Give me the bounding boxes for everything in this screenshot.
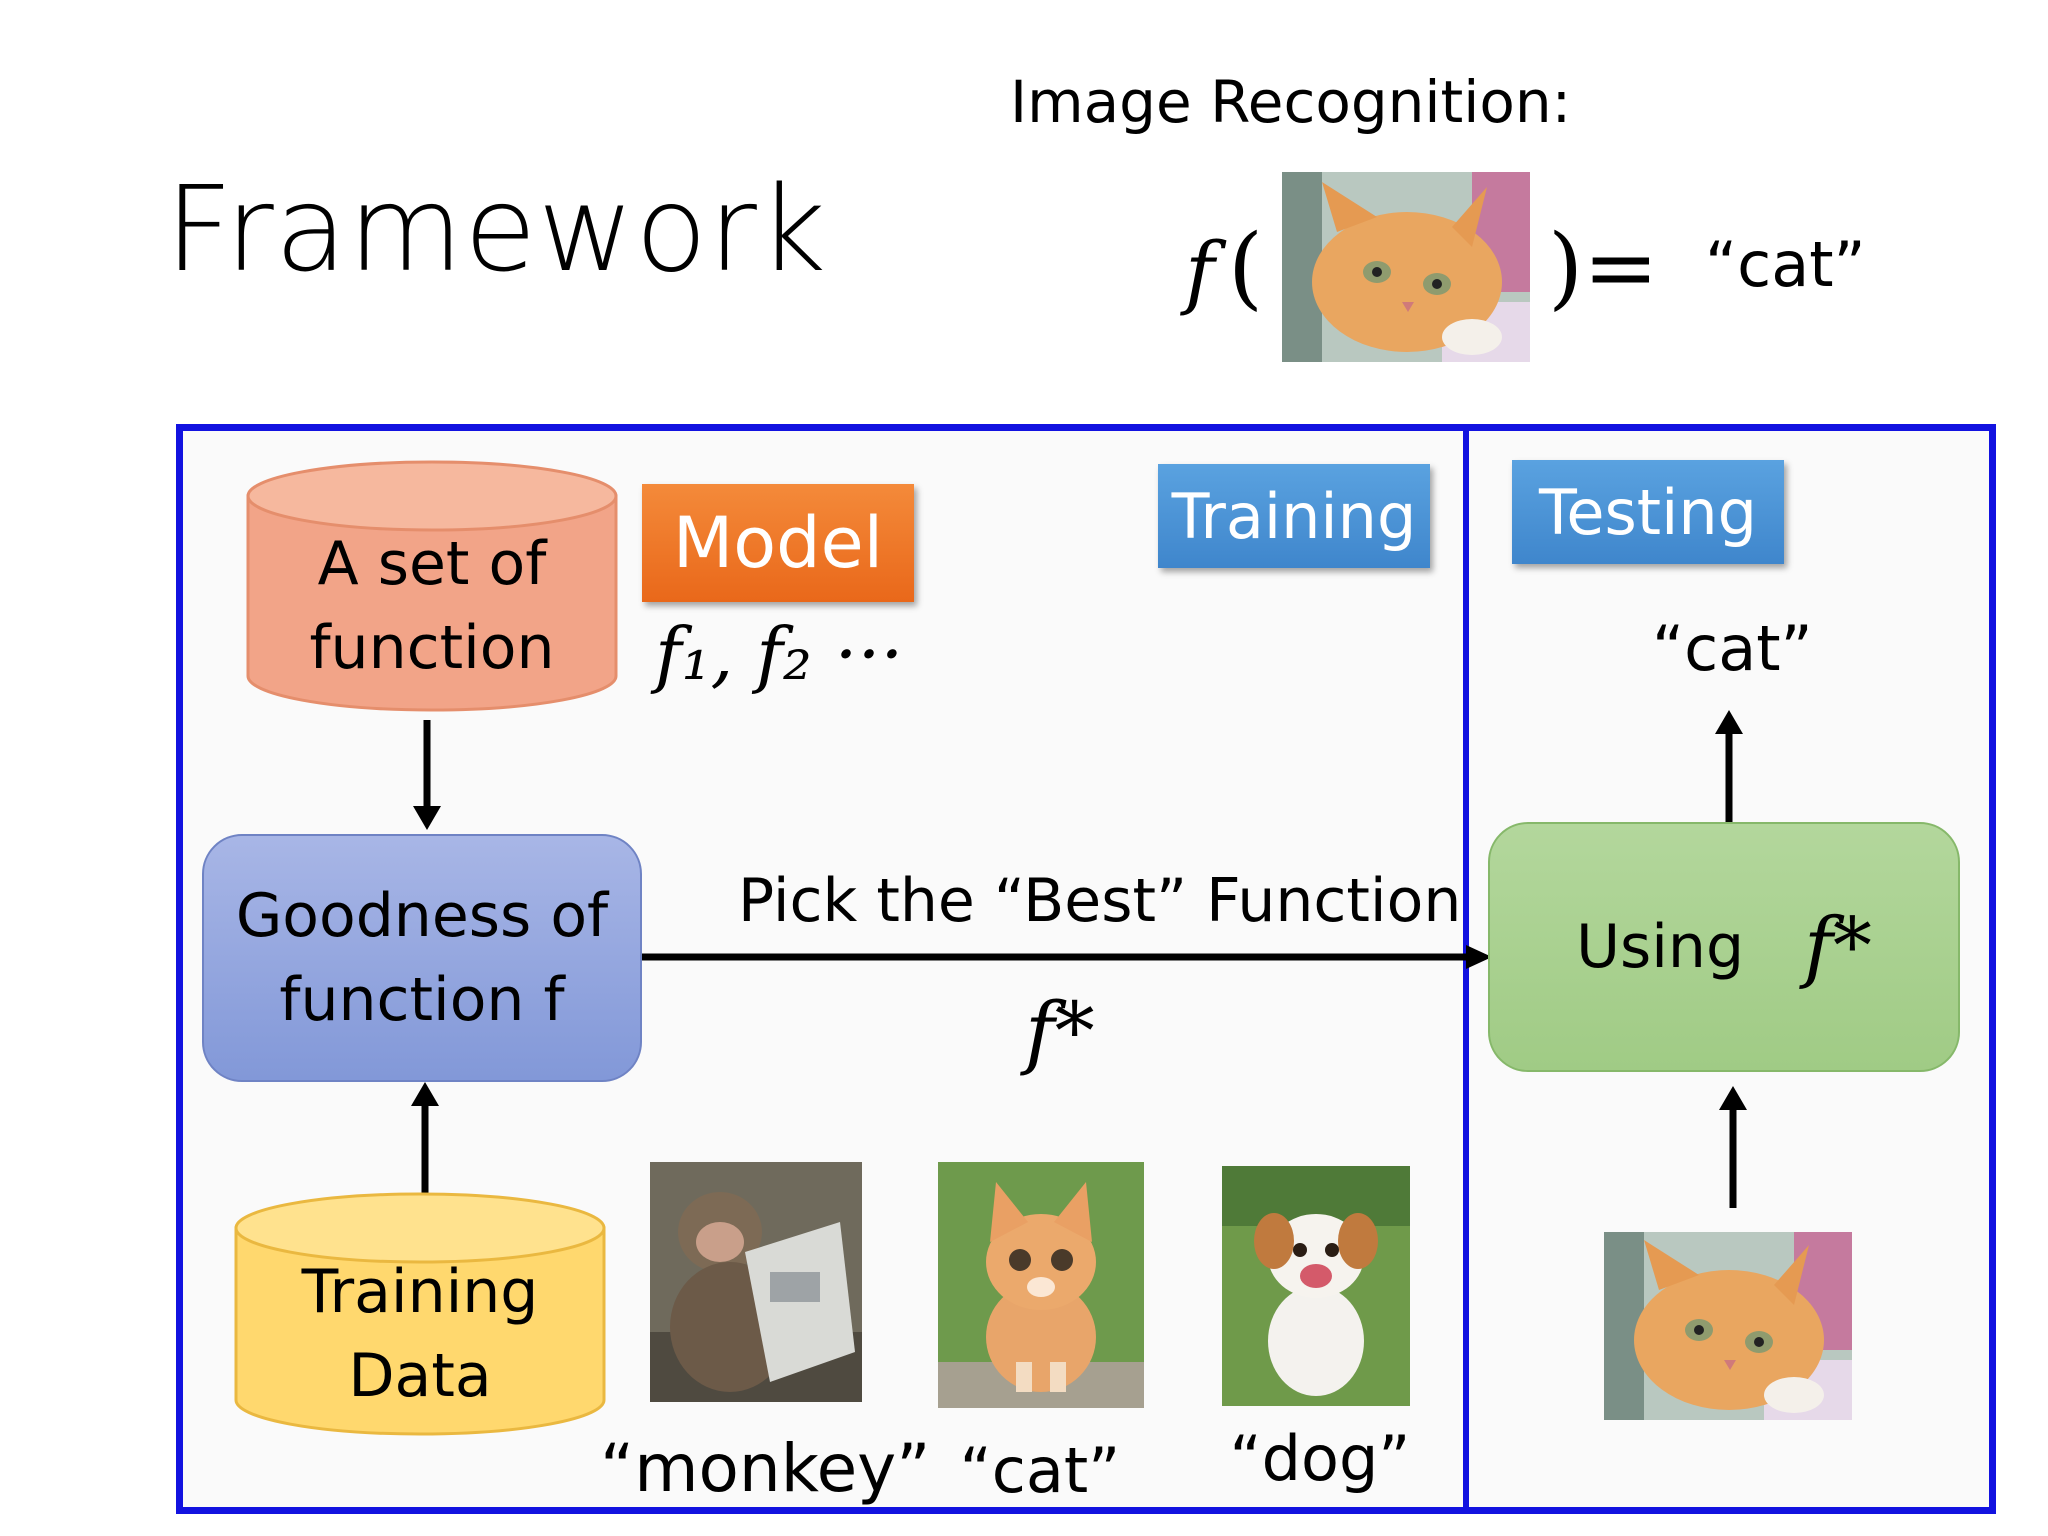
training-data-label: Training Data	[232, 1250, 608, 1418]
testing-cat-photo-svg	[1604, 1232, 1852, 1420]
goodness-line2: function f	[279, 965, 565, 1035]
using-label: Using	[1576, 912, 1745, 982]
dog-label: “dog”	[1229, 1422, 1411, 1495]
dog-photo-svg	[1222, 1166, 1410, 1406]
monkey-photo-svg	[650, 1162, 862, 1402]
arrow-pick-best	[642, 945, 1492, 969]
cat-photo-svg	[1282, 172, 1530, 362]
page-title: Framework	[165, 160, 828, 298]
arrow-up-to-using	[1719, 1086, 1747, 1208]
goodness-box: Goodness of function f	[202, 834, 642, 1082]
training-data-line1: Training	[301, 1257, 539, 1327]
function-set-line1: A set of	[317, 529, 547, 599]
dog-photo	[1222, 1166, 1410, 1406]
model-tag: Model	[642, 484, 914, 602]
formula-result: “cat”	[1705, 228, 1866, 301]
using-box: Using f*	[1488, 822, 1960, 1072]
functions-symbol: f₁, f₂ ···	[655, 612, 904, 696]
formula-close-paren: )=	[1548, 215, 1659, 320]
monkey-label: “monkey”	[600, 1430, 931, 1507]
arrow-down-to-goodness	[413, 720, 441, 830]
training-tag: Training	[1158, 464, 1430, 568]
monkey-photo	[650, 1162, 862, 1402]
header-cat-photo	[1282, 172, 1530, 362]
training-data-cylinder	[234, 1192, 606, 1436]
pick-best-label: Pick the “Best” Function	[738, 866, 1462, 936]
testing-output-label: “cat”	[1652, 612, 1813, 685]
arrow-up-to-output	[1715, 710, 1743, 826]
using-symbol: f*	[1804, 902, 1872, 992]
goodness-line1: Goodness of	[235, 881, 609, 951]
kitten-photo	[938, 1162, 1144, 1408]
image-recognition-label: Image Recognition:	[1010, 68, 1572, 136]
training-data-line2: Data	[348, 1341, 492, 1411]
testing-tag: Testing	[1512, 460, 1784, 564]
function-set-line2: function	[309, 613, 555, 683]
function-set-cylinder	[246, 460, 618, 712]
formula-open-paren: (	[1228, 215, 1264, 320]
cat-sample-label: “cat”	[959, 1434, 1121, 1507]
best-function-symbol: f*	[1025, 985, 1095, 1078]
kitten-photo-svg	[938, 1162, 1144, 1408]
function-set-label: A set of function	[244, 522, 620, 690]
formula-f: f	[1185, 225, 1215, 318]
testing-cat-photo	[1604, 1232, 1852, 1420]
